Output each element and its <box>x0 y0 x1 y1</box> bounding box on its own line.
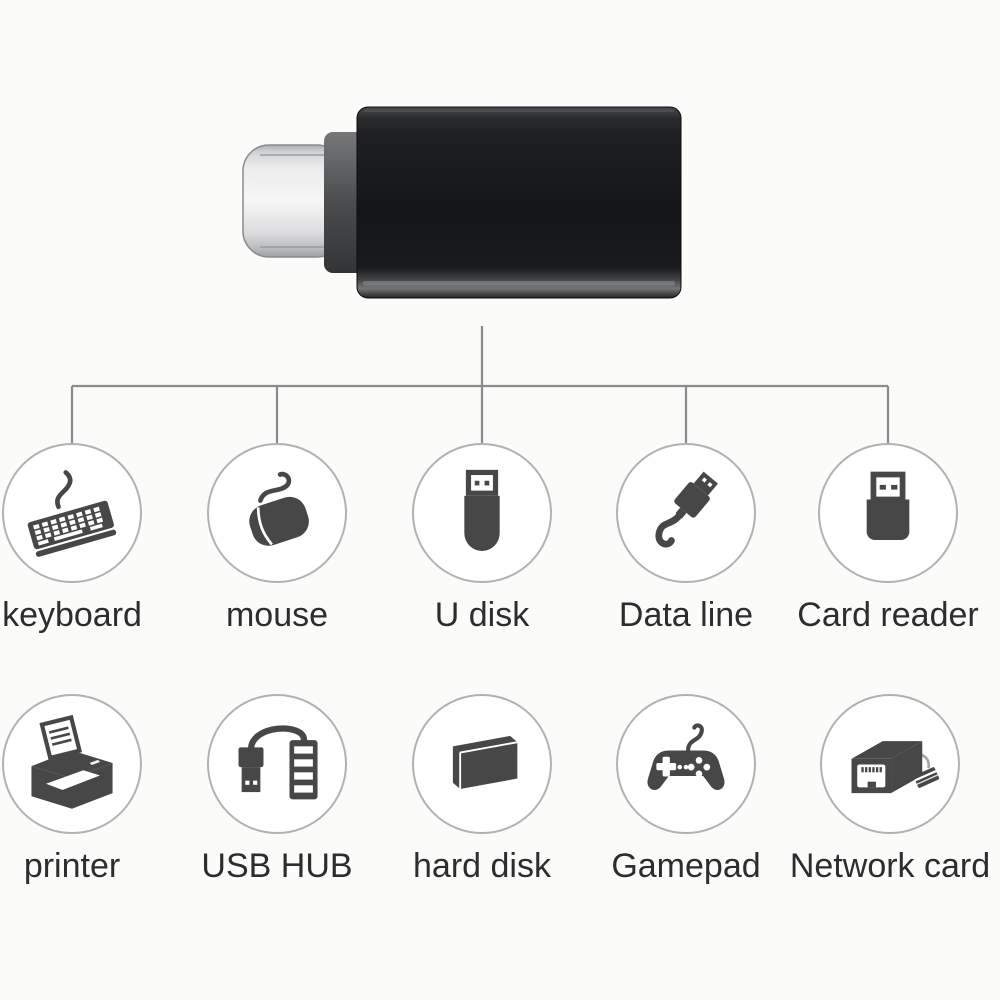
usb-cable-icon <box>655 471 718 548</box>
device-cell-card-reader: Card reader <box>778 443 998 634</box>
device-label: Network card <box>789 847 991 885</box>
device-cell-u-disk: U disk <box>372 443 592 634</box>
device-label: printer <box>23 847 121 885</box>
gamepad-icon <box>647 723 725 791</box>
keyboard-icon <box>27 470 117 557</box>
device-circle <box>412 694 552 834</box>
device-label: Card reader <box>797 596 979 634</box>
network-card-icon <box>851 741 940 794</box>
device-circle <box>2 443 142 583</box>
device-cell-usb-hub: USB HUB <box>167 694 387 885</box>
device-circle <box>207 694 347 834</box>
device-label: USB HUB <box>201 847 353 885</box>
device-circle <box>616 694 756 834</box>
device-label: Data line <box>618 596 754 634</box>
printer-icon <box>31 714 113 809</box>
device-cell-mouse: mouse <box>167 443 387 634</box>
adapter-collar <box>324 132 363 273</box>
device-cell-hard-disk: hard disk <box>372 694 592 885</box>
device-label: keyboard <box>2 596 142 634</box>
device-label: mouse <box>225 596 329 634</box>
card-reader-icon <box>866 471 910 541</box>
device-circle <box>616 443 756 583</box>
device-label: U disk <box>434 596 530 634</box>
device-circle <box>207 443 347 583</box>
device-cell-printer: printer <box>0 694 182 885</box>
device-circle <box>2 694 142 834</box>
device-cell-data-line: Data line <box>576 443 796 634</box>
device-cell-gamepad: Gamepad <box>576 694 796 885</box>
device-circle <box>818 443 958 583</box>
device-label: Gamepad <box>611 847 761 885</box>
device-cell-keyboard: keyboard <box>0 443 182 634</box>
device-cell-network-card: Network card <box>780 694 1000 885</box>
device-circle <box>820 694 960 834</box>
usb-a-female-housing <box>356 106 682 299</box>
device-circle <box>412 443 552 583</box>
device-label: hard disk <box>413 847 551 885</box>
hard-disk-icon <box>452 735 518 789</box>
usb-c-otg-adapter-image <box>242 106 682 299</box>
usb-flash-drive-icon <box>464 469 500 551</box>
mouse-icon <box>249 471 309 546</box>
usb-hub-icon <box>238 725 318 800</box>
